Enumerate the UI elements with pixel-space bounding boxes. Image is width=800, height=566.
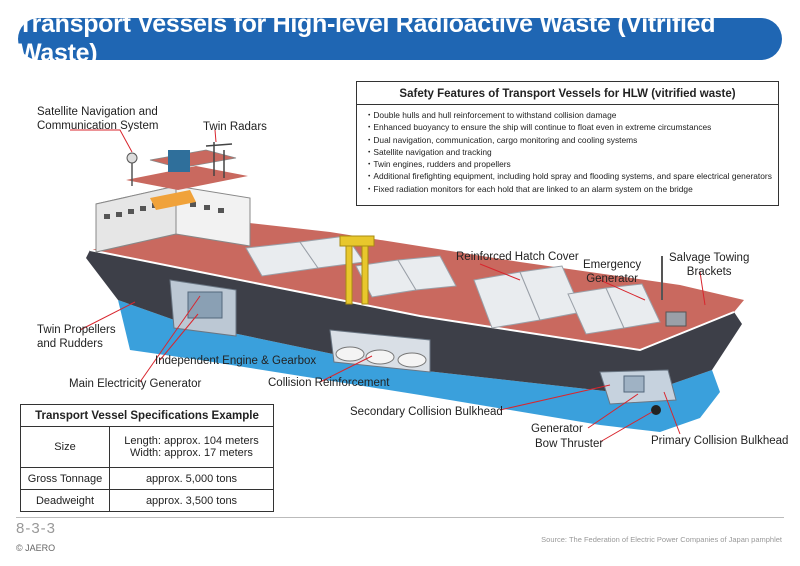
safety-feature-item: Enhanced buoyancy to ensure the ship wil… (365, 121, 778, 133)
table-row: Deadweight approx. 3,500 tons (20, 489, 274, 512)
specifications-table: Transport Vessel Specifications Example … (20, 404, 274, 512)
label-bow-thruster: Bow Thruster (535, 438, 604, 450)
title-banner: Transport Vessels for High-level Radioac… (18, 10, 782, 67)
safety-feature-item: Double hulls and hull reinforcement to w… (365, 109, 778, 121)
safety-feature-item: Satellite navigation and tracking (365, 146, 778, 158)
spec-value-size: Length: approx. 104 meters Width: approx… (109, 426, 274, 468)
label-independent-engine: Independent Engine & Gearbox (155, 355, 317, 367)
safety-features-heading: Safety Features of Transport Vessels for… (357, 82, 778, 105)
hull-side (86, 250, 742, 395)
source-note: Source: The Federation of Electric Power… (541, 535, 782, 544)
underwater-hull (118, 300, 720, 432)
page-title: Transport Vessels for High-level Radioac… (18, 10, 716, 67)
safety-feature-item: Fixed radiation monitors for each hold t… (365, 183, 778, 195)
label-salvage-towing-brackets: Salvage Towing Brackets (669, 252, 750, 278)
engine-room-cutaway (169, 279, 237, 337)
leader-lines (70, 129, 706, 443)
page-number: 8-3-3 (16, 520, 57, 537)
radar-mast (205, 142, 233, 178)
spec-value-gross-tonnage: approx. 5,000 tons (109, 467, 274, 490)
copyright: © JAERO (16, 543, 56, 553)
specifications-heading: Transport Vessel Specifications Example (20, 404, 274, 427)
bow-cutaway (599, 369, 677, 415)
safety-feature-item: Dual navigation, communication, cargo mo… (365, 134, 778, 146)
spec-value-length: Length: approx. 104 meters (124, 435, 259, 447)
label-collision-reinforcement: Collision Reinforcement (268, 377, 390, 389)
satellite-dome (126, 152, 138, 164)
label-reinforced-hatch-cover: Reinforced Hatch Cover (456, 251, 579, 263)
table-row: Gross Tonnage approx. 5,000 tons (20, 467, 274, 490)
safety-features-list: Double hulls and hull reinforcement to w… (357, 109, 778, 195)
safety-feature-item: Additional firefighting equipment, inclu… (365, 170, 778, 182)
footer-divider (16, 517, 784, 518)
label-satellite-navigation: Satellite Navigation and Communication S… (37, 105, 158, 133)
superstructure (95, 149, 251, 253)
spec-value-width: Width: approx. 17 meters (130, 447, 253, 459)
deck-crane (339, 235, 375, 305)
table-header-row: Transport Vessel Specifications Example (20, 404, 274, 427)
collision-reinforcement-cutaway (329, 329, 431, 373)
table-row: Size Length: approx. 104 meters Width: a… (20, 426, 274, 468)
label-twin-propellers: Twin Propellers and Rudders (37, 324, 116, 350)
label-twin-radars: Twin Radars (203, 121, 267, 133)
safety-features-box: Safety Features of Transport Vessels for… (356, 81, 779, 206)
spec-value-deadweight: approx. 3,500 tons (109, 489, 274, 512)
label-emergency-generator: Emergency Generator (583, 259, 642, 285)
spec-name-size: Size (20, 426, 110, 468)
label-generator: Generator (531, 423, 583, 435)
safety-feature-item: Twin engines, rudders and propellers (365, 158, 778, 170)
spec-name-gross-tonnage: Gross Tonnage (20, 467, 110, 490)
label-secondary-collision-bulkhead: Secondary Collision Bulkhead (350, 406, 503, 418)
spec-name-deadweight: Deadweight (20, 489, 110, 512)
label-main-electricity-generator: Main Electricity Generator (69, 378, 202, 390)
label-satellite-text: Satellite Navigation and Communication S… (37, 106, 159, 132)
label-primary-collision-bulkhead: Primary Collision Bulkhead (651, 435, 789, 447)
